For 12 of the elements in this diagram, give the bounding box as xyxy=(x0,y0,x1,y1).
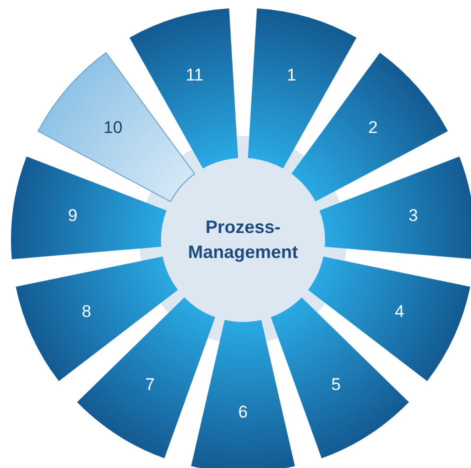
segment-number: 3 xyxy=(408,206,418,226)
segment-number: 10 xyxy=(104,118,122,137)
segment-number: 5 xyxy=(331,375,341,394)
segment-number: 9 xyxy=(68,206,78,226)
segment-number: 1 xyxy=(286,65,296,84)
segment-number: 4 xyxy=(394,302,404,321)
segment-number: 6 xyxy=(238,402,248,422)
center-label: Prozess-Management xyxy=(186,216,300,264)
segment-number: 2 xyxy=(368,118,378,137)
segment-number: 8 xyxy=(82,302,92,321)
segment-number: 7 xyxy=(145,375,155,394)
segment-number: 11 xyxy=(186,65,204,84)
